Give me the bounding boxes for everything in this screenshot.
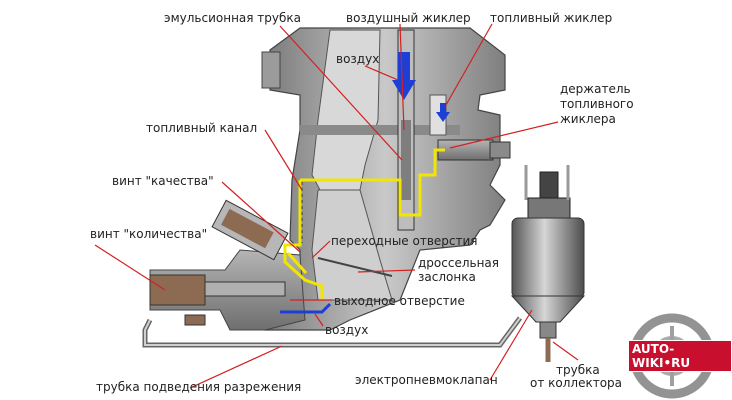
- leader-fuel-jet: [445, 23, 493, 106]
- air-arrow-shaft: [398, 52, 410, 82]
- solenoid-body: [511, 217, 585, 299]
- label-transition-holes: переходные отверстия: [331, 234, 478, 248]
- label-fuel-jet: топливный жиклер: [490, 11, 613, 25]
- leader-lines: [94, 23, 579, 389]
- label-air-jet: воздушный жиклер: [346, 11, 471, 25]
- quantity-screw-shape: [149, 274, 206, 306]
- watermark-logo: AUTO-WIKI•RU: [628, 340, 732, 372]
- leader-quantity-screw: [94, 244, 166, 291]
- leader-throttle: [357, 269, 416, 273]
- label-solenoid-valve: электропневмоклапан: [355, 373, 498, 387]
- label-vacuum-tube: трубка подведения разрежения: [96, 380, 302, 394]
- label-collector-tube-1: трубка: [556, 363, 600, 377]
- label-throttle-1: дроссельная: [418, 256, 499, 270]
- label-jet-holder-3: жиклера: [560, 112, 616, 126]
- air-arrow-head: [392, 80, 416, 100]
- label-jet-holder-2: топливного: [560, 97, 634, 111]
- lower-barrel: [311, 189, 393, 301]
- label-air-top: воздух: [336, 52, 380, 66]
- label-quality-screw: винт "качества": [112, 174, 214, 188]
- leader-collector: [552, 341, 579, 361]
- leader-quality-screw: [221, 181, 301, 253]
- label-throttle-2: заслонка: [418, 270, 476, 284]
- jet-holder-shape: [437, 139, 494, 161]
- label-fuel-channel: топливный канал: [146, 121, 258, 135]
- leader-transition: [311, 240, 331, 259]
- leader-fuel-channel: [264, 129, 303, 191]
- top-flange: [261, 51, 281, 89]
- label-emulsion-tube: эмульсионная трубка: [164, 11, 302, 25]
- fuel-channel-path: [283, 148, 445, 300]
- quality-screw-shape: [211, 199, 289, 261]
- label-quantity-screw: винт "количества": [90, 227, 208, 241]
- leader-emulsion-tube: [279, 25, 403, 161]
- leader-solenoid: [489, 309, 533, 381]
- upper-chamber: [300, 125, 460, 135]
- label-jet-holder-1: держатель: [560, 82, 631, 96]
- air-path-bottom: [280, 302, 332, 314]
- throttle-plate: [317, 257, 393, 277]
- leader-air-bottom: [314, 313, 324, 327]
- leader-air-top: [364, 65, 399, 81]
- label-outlet-hole: выходное отверстие: [334, 294, 465, 308]
- label-air-bottom: воздух: [325, 323, 369, 337]
- label-collector-tube-2: от коллектора: [530, 376, 623, 390]
- leader-vacuum-tube: [189, 345, 283, 389]
- leader-jet-holder: [449, 121, 559, 149]
- leader-air-jet: [399, 23, 405, 131]
